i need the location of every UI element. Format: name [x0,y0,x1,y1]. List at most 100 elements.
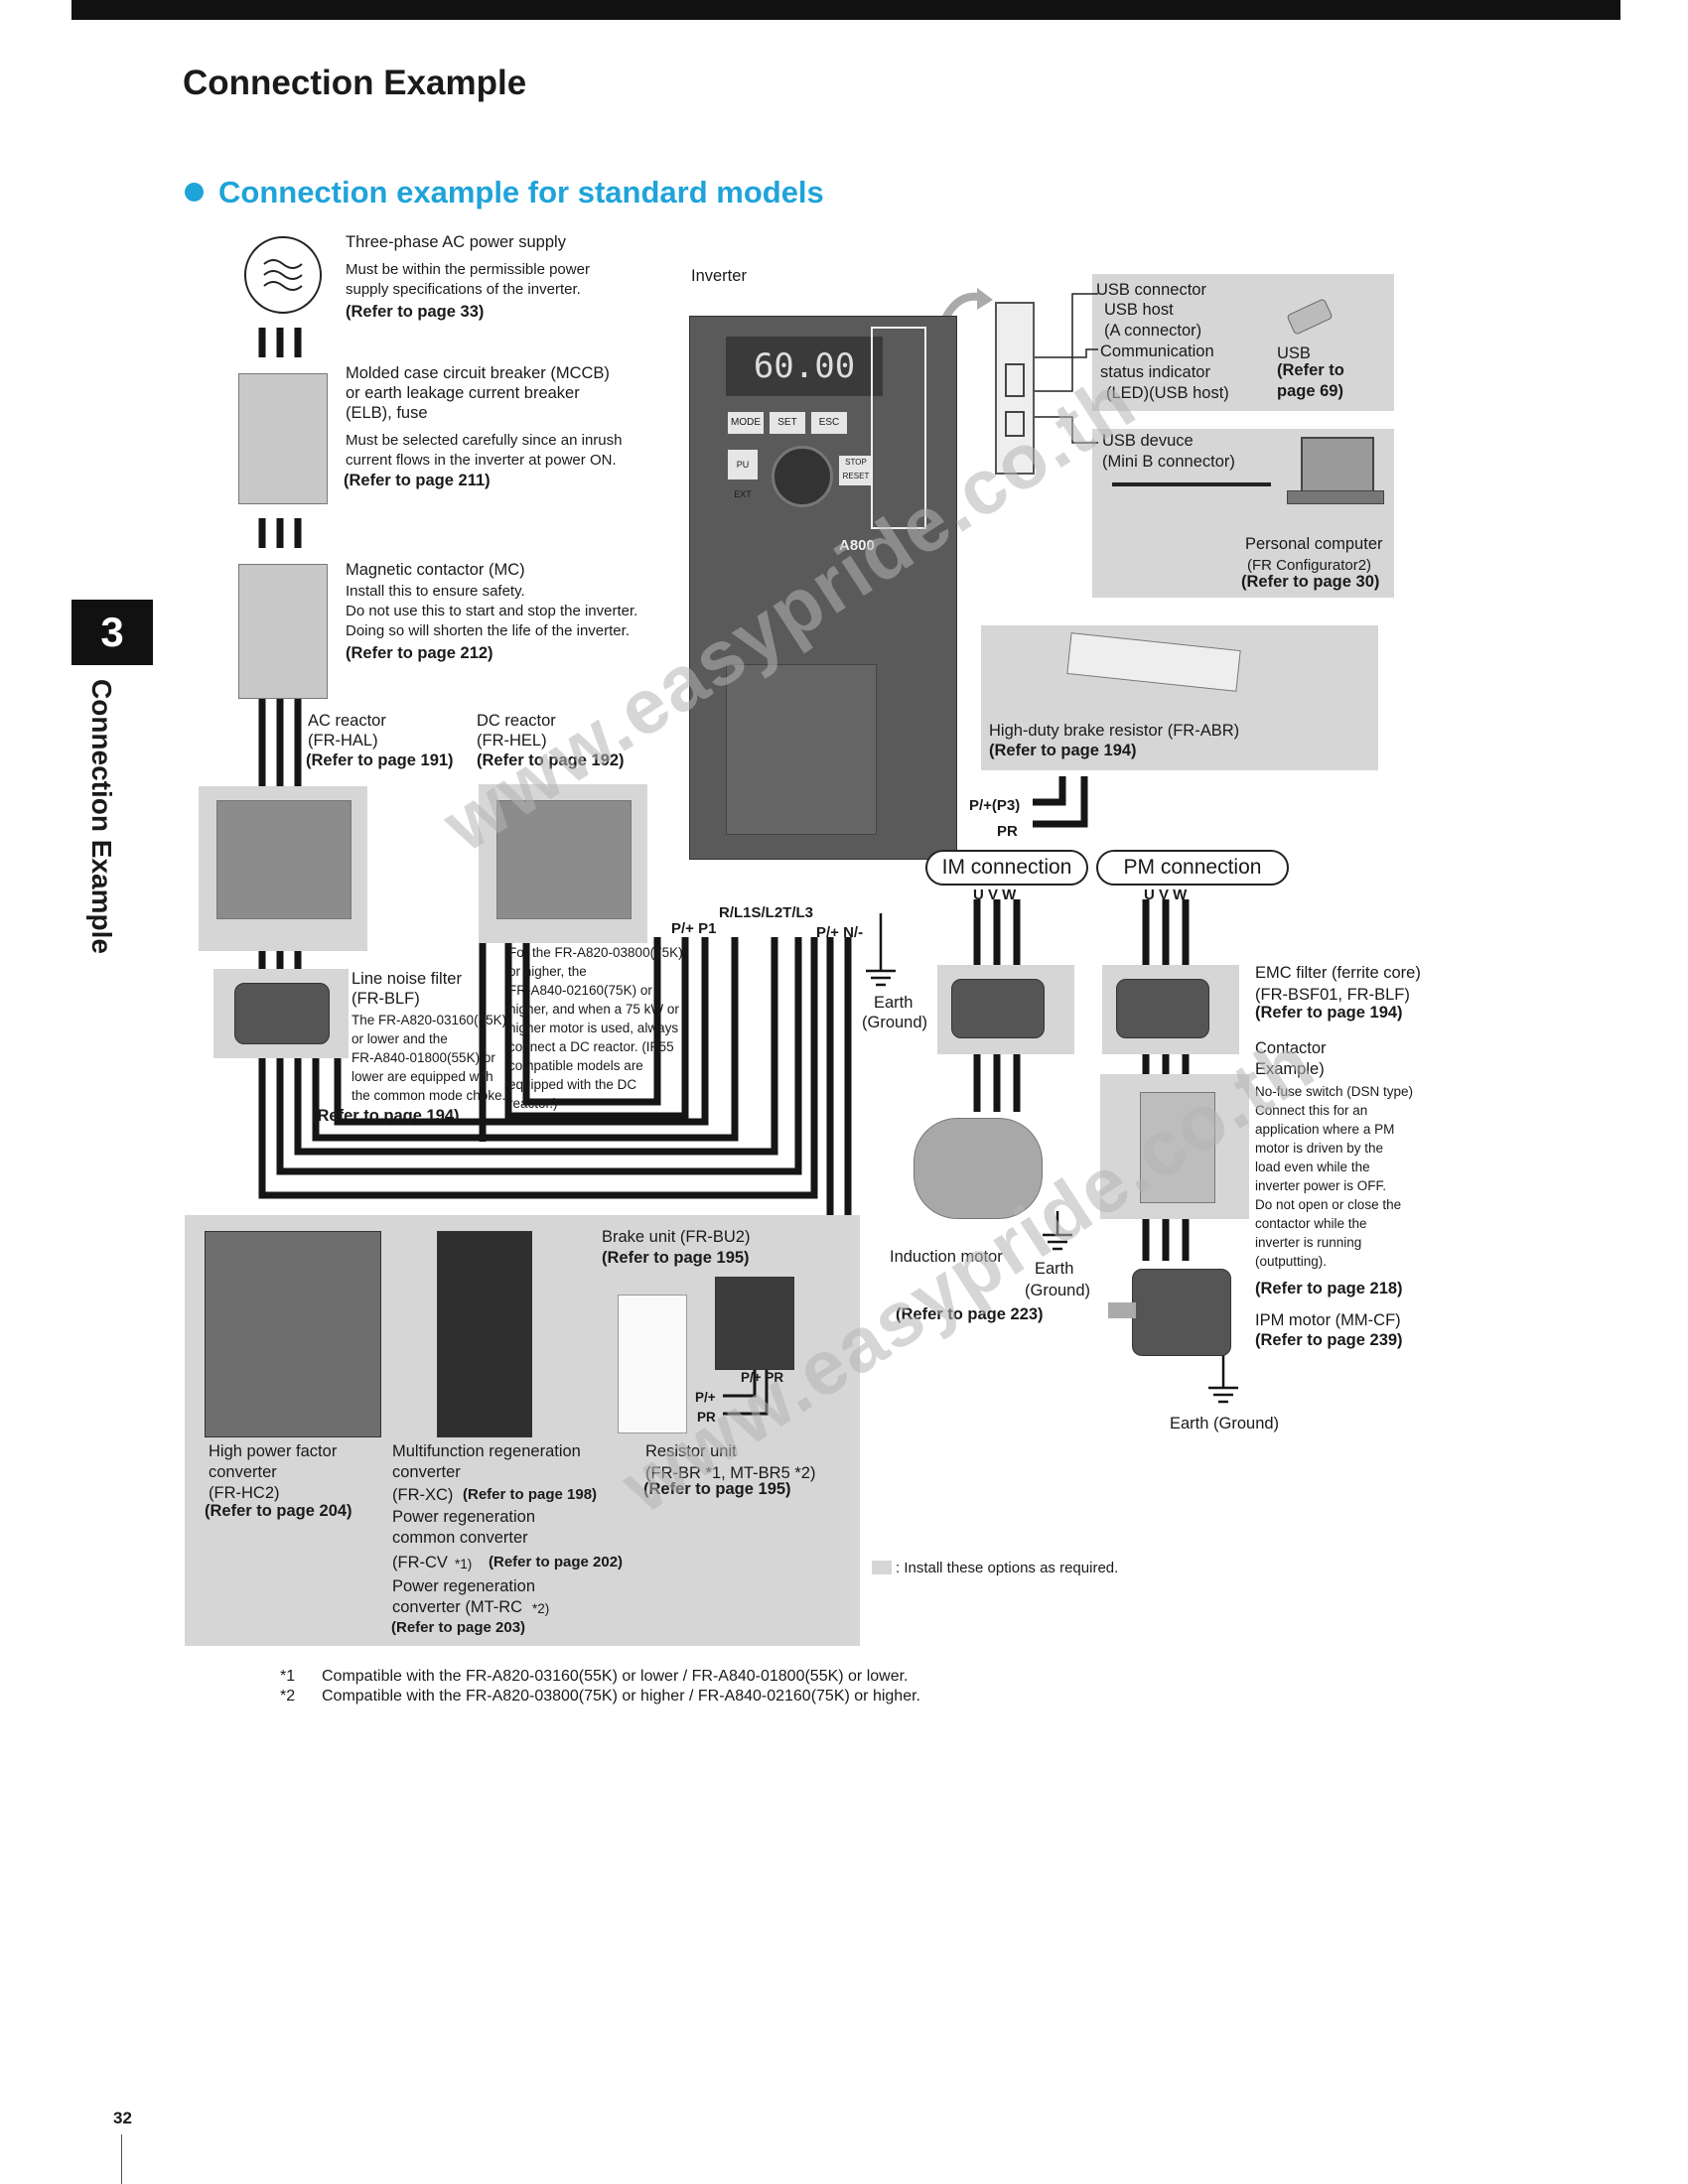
mccb-image [238,373,328,504]
ac-supply-icon [244,236,322,314]
brake-unit-terminals: P/+ PR [741,1370,784,1385]
power-supply-desc1: Must be within the permissible power [346,261,590,278]
xc-label1: Multifunction regeneration [392,1442,581,1460]
mccb-desc2: current flows in the inverter at power O… [346,452,617,469]
cv-star: *1) [455,1557,473,1571]
dc-note: For the FR-A820-03800(75K) or higher, th… [508,943,687,1113]
hc-ref[interactable]: (Refer to page 204) [205,1502,352,1520]
setting-dial[interactable] [772,446,833,507]
page-number: 32 [113,2109,132,2127]
page-title: Connection Example [183,64,527,102]
xc-label3: (FR-XC) [392,1486,454,1504]
contactor-note: inverter is running [1255,1235,1362,1250]
section-subtitle: Connection example for standard models [218,175,824,209]
ipm-ref[interactable]: (Refer to page 239) [1255,1331,1403,1349]
footnote-mark-1: *1 [280,1668,296,1685]
emc-filter-pm-image [1116,979,1209,1038]
cv-label3: (FR-CV [392,1554,448,1571]
ipm-label: IPM motor (MM-CF) [1255,1311,1401,1329]
pu-ext-key[interactable]: PU EXT [728,450,758,499]
mc-ref[interactable]: (Refer to page 212) [346,644,493,662]
line-noise-filter-image [234,983,330,1044]
contactor-note: Do not open or close the [1255,1197,1402,1212]
dc-note-line: higher motor is used, always [508,1021,679,1035]
footnote-1: Compatible with the FR-A820-03160(55K) o… [322,1668,909,1685]
footnote-mark-2: *2 [280,1688,296,1705]
pc-ref[interactable]: (Refer to page 30) [1241,573,1380,591]
resistor-unit-ref[interactable]: (Refer to page 195) [643,1480,791,1498]
line-noise-note: FR-A840-01800(55K) or [352,1050,495,1065]
usb-ref1[interactable]: (Refer to [1277,361,1344,379]
contactor-note: motor is driven by the [1255,1141,1384,1156]
set-key[interactable]: SET [770,412,805,434]
esc-key[interactable]: ESC [811,412,847,434]
power-supply-desc2: supply specifications of the inverter. [346,281,581,298]
dc-reactor-ref[interactable]: (Refer to page 192) [477,751,625,769]
bullet-icon [185,183,204,202]
usb-label: USB [1277,344,1311,362]
induction-label: Induction motor [890,1248,1003,1266]
comm-label1: Communication [1100,342,1214,360]
brake-unit-label: Brake unit (FR-BU2) [602,1228,751,1246]
contactor-note: No-fuse switch (DSN type) [1255,1084,1414,1099]
mccb-label3: (ELB), fuse [346,404,428,422]
laptop-base-icon [1287,490,1384,504]
mc-desc1: Install this to ensure safety. [346,583,525,600]
dc-note-line: or higher, the [508,964,587,979]
dc-note-line: compatible models are [508,1058,643,1073]
contactor-ref[interactable]: (Refer to page 218) [1255,1280,1403,1297]
brake-resistor-label: High-duty brake resistor (FR-ABR) [989,722,1240,740]
mc-desc2: Do not use this to start and stop the in… [346,603,638,619]
xc-label2: converter [392,1463,461,1481]
earth-pm-label: Earth (Ground) [1170,1415,1280,1433]
line-noise-ref[interactable]: (Refer to page 194) [312,1107,460,1125]
emc-ref[interactable]: (Refer to page 194) [1255,1004,1403,1022]
line-noise-label1: Line noise filter [352,970,462,988]
stop-reset-key[interactable]: STOP RESET [839,456,873,485]
ac-reactor-ref[interactable]: (Refer to page 191) [306,751,454,769]
mini-usb-port-icon [1005,411,1025,437]
laptop-icon [1301,437,1374,492]
hc-label2: converter [209,1463,277,1481]
rc-label2: converter (MT-RC [392,1598,523,1616]
brake-resistor-ref[interactable]: (Refer to page 194) [989,742,1137,759]
ipm-motor-image [1132,1269,1231,1356]
rc-ref[interactable]: (Refer to page 203) [391,1619,526,1636]
cv-label2: common converter [392,1529,528,1547]
inverter-display: 60.00 [726,337,883,396]
resistor-unit-models: (FR-BR *1, MT-BR5 *2) [645,1464,816,1482]
pm-connection-label: PM connection [1096,850,1289,886]
cv-ref[interactable]: (Refer to page 202) [489,1554,624,1570]
mode-key[interactable]: MODE [728,412,764,434]
terminal-p-n: P/+ N/- [816,924,864,941]
mc-desc3: Doing so will shorten the life of the in… [346,622,630,639]
mccb-ref[interactable]: (Refer to page 211) [344,472,491,489]
line-noise-label2: (FR-BLF) [352,990,420,1008]
dc-reactor-label1: DC reactor [477,712,556,730]
hc-label1: High power factor [209,1442,338,1460]
rc-star: *2) [532,1601,550,1616]
power-supply-ref[interactable]: (Refer to page 33) [346,303,485,321]
usb-ref2[interactable]: page 69) [1277,382,1343,400]
mccb-label1: Molded case circuit breaker (MCCB) [346,364,610,382]
emc-filter-im-image [951,979,1045,1038]
induction-ref[interactable]: (Refer to page 223) [896,1305,1044,1323]
inverter-label: Inverter [691,267,747,285]
xc-ref[interactable]: (Refer to page 198) [463,1486,598,1503]
contactor-label1: Contactor [1255,1039,1327,1057]
emc-label2: (FR-BSF01, FR-BLF) [1255,986,1410,1004]
im-connection-label: IM connection [925,850,1088,886]
dc-note-line: reactor.) [508,1096,558,1111]
chapter-number: 3 [71,600,153,665]
dc-note-line: equipped with the DC [508,1077,637,1092]
fr-xc-image [437,1231,532,1437]
contactor-note: (outputting). [1255,1254,1328,1269]
contactor-note: inverter power is OFF. [1255,1178,1387,1193]
resistor-terminal-pr: PR [697,1410,716,1425]
pm-uvw: U V W [1144,887,1188,903]
inverter-body: 60.00 MODE SET ESC PU EXT STOP RESET A80… [689,316,957,860]
induction-motor-image [914,1118,1043,1219]
fr-hc2-image [205,1231,381,1437]
brake-unit-ref[interactable]: (Refer to page 195) [602,1249,750,1267]
terminal-rst: R/L1S/L2T/L3 [719,904,814,921]
